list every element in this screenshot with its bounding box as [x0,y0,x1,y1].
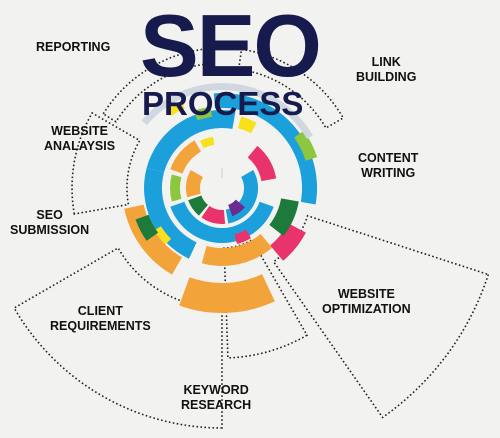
label-client-requirements: CLIENT REQUIREMENTS [50,304,151,333]
accent-magenta-2 [234,229,251,244]
bracket-reporting [102,47,212,123]
ring-outer-magenta [270,223,306,261]
bracket-link-building [237,48,345,130]
accent-dark-green [135,214,159,241]
label-seo-submission: SEO SUBMISSION [10,208,90,237]
ring-inner-green [170,174,182,202]
label-keyword-research: KEYWORD RESEARCH [181,383,252,412]
ring-core-magenta [201,206,226,225]
accent-yellow-1 [154,226,172,245]
ring-outer-orange-bottom [179,274,275,314]
ring-inner-yellow [200,136,215,149]
ring-core-orange [185,170,203,198]
accent-green-1 [194,106,212,121]
ring-mid-blue-left [144,167,197,259]
ring-outer-green-right [294,130,318,161]
bracket-optimization [272,214,490,419]
label-link-building: LINK BUILDING [356,55,417,84]
ring-mid-yellow [238,116,257,134]
ring-mid-orange [201,234,273,266]
label-website-analysis: WEBSITE ANALAYSIS [44,124,116,153]
ring-mid-green [269,198,299,236]
ring-inner-blue [170,201,274,244]
label-content-writing: CONTENT WRITING [358,151,419,180]
ring-outer-blue-right [213,93,318,205]
ring-mid-blue-top [146,110,236,173]
accent-yellow-2 [166,101,185,116]
title-seo: SEO [140,0,322,95]
label-reporting: REPORTING [36,40,111,54]
ring-outer-thin [141,83,313,139]
ring-inner-orange [170,140,201,174]
bracket-analysis [71,111,141,215]
title-process: PROCESS [142,85,304,122]
label-website-optimization: WEBSITE OPTIMIZATION [322,287,411,316]
ring-core-purple [228,199,245,217]
ring-core-green [188,195,208,216]
ring-inner-magenta [247,145,277,182]
